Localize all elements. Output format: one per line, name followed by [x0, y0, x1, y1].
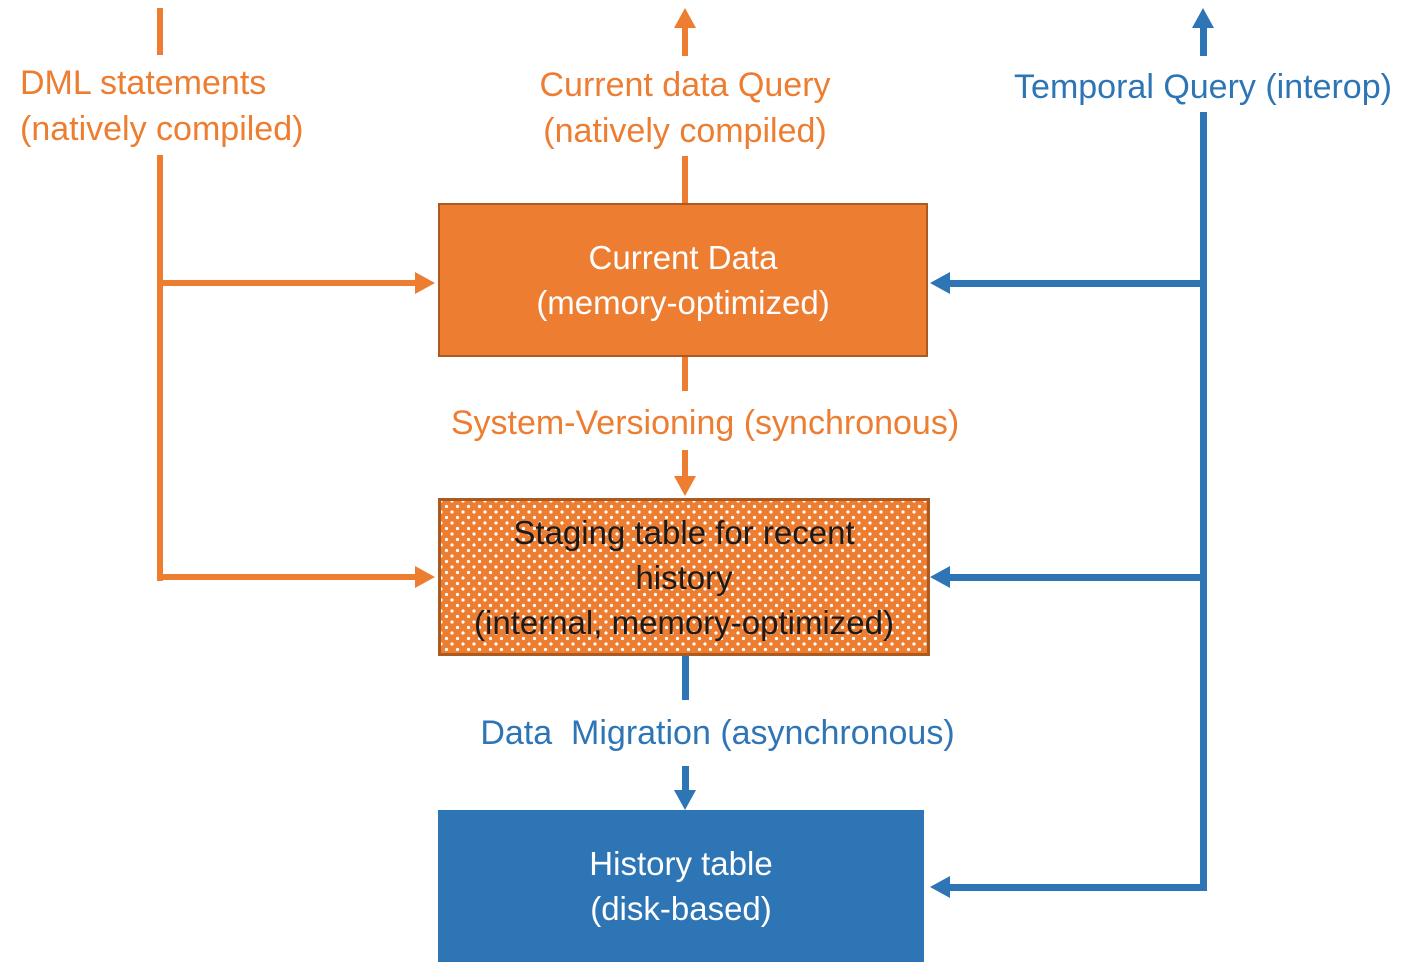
system-versioning-label: System-Versioning (synchronous): [450, 404, 960, 442]
arrowhead-into-current-data-from-temporal: [930, 272, 950, 294]
arrowhead-into-history-from-migration: [674, 790, 696, 810]
arrowhead-into-staging-from-dml: [415, 566, 435, 588]
temporal-query-trunk-line: [1200, 112, 1207, 891]
history-table-node: History table (disk-based): [438, 810, 924, 962]
current-data-node-subtitle: (memory-optimized): [536, 284, 830, 321]
staging-table-node: Staging table for recent history (intern…: [438, 498, 930, 656]
data-migration-line-top: [682, 650, 689, 700]
data-migration-label: Data Migration (asynchronous): [480, 714, 955, 752]
arrowhead-up-current-query: [674, 8, 696, 28]
system-versioning-line-bottom: [682, 450, 688, 478]
current-data-query-label: Current data Query (natively compiled): [455, 62, 915, 154]
dml-statements-label-line2: (natively compiled): [20, 110, 304, 148]
history-table-node-subtitle: (disk-based): [590, 890, 772, 927]
temporal-branch-to-history-line: [950, 884, 1207, 891]
dml-trunk-line-top: [157, 8, 163, 55]
arrowhead-into-history-from-temporal: [930, 876, 950, 898]
arrowhead-into-staging-from-temporal: [930, 566, 950, 588]
current-data-node-title: Current Data: [588, 239, 778, 276]
current-data-query-label-line2: (natively compiled): [543, 112, 827, 150]
temporal-query-arrow-shaft: [1200, 26, 1207, 56]
dml-statements-label-line1: DML statements: [20, 64, 267, 102]
staging-table-node-subtitle: (internal, memory-optimized): [474, 603, 894, 641]
temporal-branch-to-staging-line: [950, 574, 1207, 581]
current-query-arrow-shaft: [682, 26, 688, 56]
staging-table-node-title: Staging table for recent history: [513, 513, 855, 596]
current-data-node: Current Data (memory-optimized): [438, 203, 928, 357]
system-versioning-line-top: [682, 353, 688, 391]
arrowhead-up-temporal-query: [1192, 8, 1214, 28]
dml-branch-to-staging-line: [157, 574, 415, 580]
dml-statements-label: DML statements (natively compiled): [20, 60, 303, 152]
history-table-node-title: History table: [589, 845, 773, 882]
current-data-query-label-line1: Current data Query: [539, 66, 831, 104]
temporal-query-label: Temporal Query (interop): [1014, 68, 1392, 106]
data-migration-line-bottom: [682, 766, 689, 792]
temporal-branch-to-current-data-line: [950, 280, 1207, 287]
arrowhead-into-current-data-from-dml: [415, 272, 435, 294]
current-query-line-to-box: [682, 156, 688, 203]
arrowhead-into-staging-from-versioning: [674, 476, 696, 496]
dml-branch-to-current-data-line: [157, 280, 415, 286]
dml-trunk-line-bottom: [157, 155, 163, 581]
